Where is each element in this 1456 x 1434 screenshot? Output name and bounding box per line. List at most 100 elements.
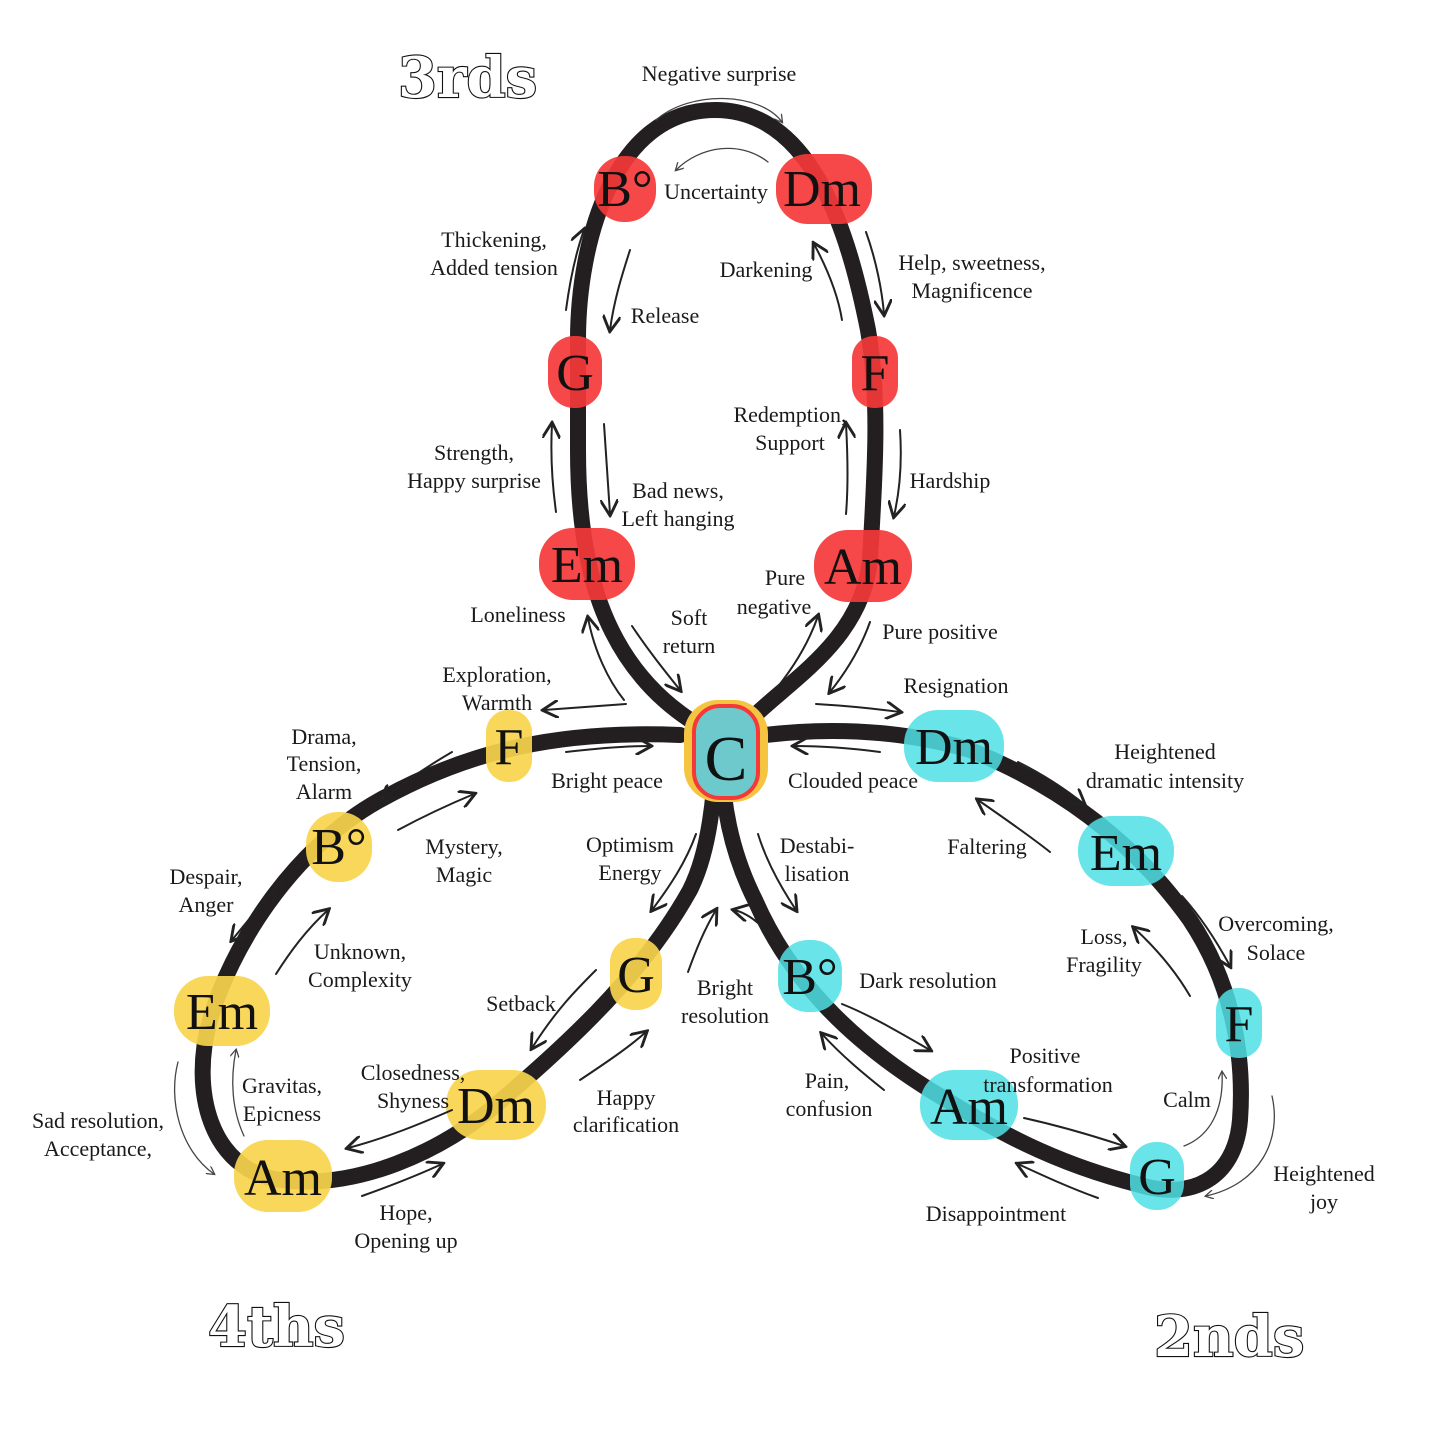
label-bright-resolution-1: Bright (697, 975, 753, 1000)
arrow-redemption (846, 424, 848, 515)
arrow-uncertainty (676, 147, 769, 170)
chord-label: F (1225, 996, 1254, 1053)
thirds-bdim-node[interactable]: B° (594, 156, 656, 222)
arrow-disappointment (1018, 1164, 1099, 1199)
arrow-positive-transformation (1023, 1117, 1124, 1146)
label-soft-2: return (663, 633, 716, 658)
chord-label: F (861, 345, 890, 402)
center-c-node[interactable]: C (684, 700, 768, 802)
label-optimism-1: Optimism (586, 832, 674, 857)
label-bright-resolution-2: resolution (681, 1003, 769, 1028)
arrow-overcoming (1181, 895, 1230, 966)
chord-label: Am (244, 1150, 322, 1207)
arrow-bright-resolution-right (734, 910, 779, 945)
label-sad-1: Sad resolution, (32, 1108, 164, 1133)
chord-label: Am (824, 539, 902, 596)
thirds-g-node[interactable]: G (548, 336, 602, 408)
label-bad-news-1: Bad news, (632, 478, 724, 503)
label-drama-3: Alarm (296, 779, 352, 804)
label-mystery-1: Mystery, (425, 834, 502, 859)
label-sad-2: Acceptance, (44, 1136, 152, 1161)
fourths-f-node[interactable]: F (486, 710, 532, 782)
label-destabilisation-1: Destabi- (780, 833, 855, 858)
seconds-bdim-node[interactable]: B° (778, 940, 842, 1012)
arrow-loneliness (588, 618, 625, 701)
label-despair-2: Anger (179, 892, 235, 917)
label-negative-surprise: Negative surprise (642, 61, 797, 86)
chord-label: G (556, 345, 594, 402)
arrow-dark-resolution (841, 1003, 930, 1050)
label-disappointment: Disappointment (926, 1201, 1067, 1226)
label-strength-1: Strength, (434, 440, 514, 465)
label-dark-resolution: Dark resolution (859, 968, 996, 993)
arrow-drama (382, 751, 453, 800)
label-thickening-1: Thickening, (441, 227, 547, 252)
label-overcoming-1: Overcoming, (1218, 911, 1333, 936)
arrow-pain (822, 1034, 885, 1091)
thirds-labels: Negative surprise Uncertainty Thickening… (407, 61, 1046, 658)
arrow-gravitas (233, 1050, 245, 1137)
seconds-am-node[interactable]: Am (920, 1070, 1018, 1140)
label-strength-2: Happy surprise (407, 468, 541, 493)
label-loneliness: Loneliness (470, 602, 565, 627)
label-drama-2: Tension, (287, 751, 362, 776)
title-thirds: 3rds (398, 45, 537, 111)
seconds-f-node[interactable]: F (1216, 988, 1262, 1058)
arrow-loss (1134, 928, 1191, 997)
label-uncertainty: Uncertainty (664, 179, 768, 204)
seconds-em-node[interactable]: Em (1078, 816, 1174, 886)
label-hope-2: Opening up (354, 1228, 457, 1253)
label-optimism-2: Energy (598, 860, 661, 885)
arrow-mystery (397, 794, 474, 831)
label-faltering: Faltering (947, 834, 1026, 859)
arrow-sad-resolution (173, 1061, 214, 1174)
chord-label: Dm (915, 719, 993, 776)
label-pain-2: confusion (786, 1096, 873, 1121)
arrow-optimism (652, 833, 697, 910)
label-clouded-peace: Clouded peace (788, 768, 918, 793)
label-resignation: Resignation (903, 673, 1008, 698)
arrow-darkening (814, 244, 843, 321)
seconds-dm-node[interactable]: Dm (904, 710, 1004, 782)
arrow-clouded-peace (794, 746, 881, 752)
chord-label: Em (551, 537, 623, 594)
arrow-closedness (348, 1109, 453, 1148)
fourths-bdim-node[interactable]: B° (306, 812, 372, 882)
fourths-g-node[interactable]: G (610, 938, 662, 1010)
thirds-dm-node[interactable]: Dm (776, 154, 872, 224)
arrow-pure-positive (830, 621, 871, 692)
thirds-f-node[interactable]: F (852, 336, 898, 408)
arrow-soft-return (631, 625, 680, 690)
fourths-dm-node[interactable]: Dm (446, 1070, 546, 1140)
fourths-em-node[interactable]: Em (174, 976, 270, 1046)
chord-label: F (495, 719, 524, 776)
label-despair-1: Despair, (169, 864, 242, 889)
label-release: Release (631, 303, 699, 328)
label-positive-1: Positive (1010, 1043, 1081, 1068)
seconds-g-node[interactable]: G (1130, 1142, 1184, 1210)
arrow-bright-peace (565, 746, 650, 752)
chord-label: G (1138, 1149, 1176, 1206)
label-pure-positive: Pure positive (882, 619, 998, 644)
arrow-heightened-joy (1206, 1095, 1275, 1196)
arrow-bad-news (604, 423, 610, 514)
label-calm: Calm (1163, 1087, 1211, 1112)
arrow-help (865, 231, 884, 314)
label-happy-1: Happy (597, 1085, 656, 1110)
label-redemption-2: Support (755, 430, 825, 455)
arrow-hope (361, 1164, 442, 1197)
arrow-release (610, 249, 631, 330)
label-drama-1: Drama, (291, 724, 356, 749)
thirds-am-node[interactable]: Am (814, 530, 912, 602)
arrow-pure-negative (771, 616, 818, 695)
label-mystery-2: Magic (436, 862, 492, 887)
fourths-am-node[interactable]: Am (234, 1140, 332, 1212)
label-gravitas-2: Epicness (243, 1101, 321, 1126)
arrow-bright-resolution-left (687, 910, 716, 973)
chord-label: Em (1090, 825, 1162, 882)
label-happy-2: clarification (573, 1112, 679, 1137)
label-heightened-intensity-1: Heightened (1114, 739, 1215, 764)
thirds-em-node[interactable]: Em (539, 528, 635, 600)
label-destabilisation-2: lisation (785, 861, 850, 886)
